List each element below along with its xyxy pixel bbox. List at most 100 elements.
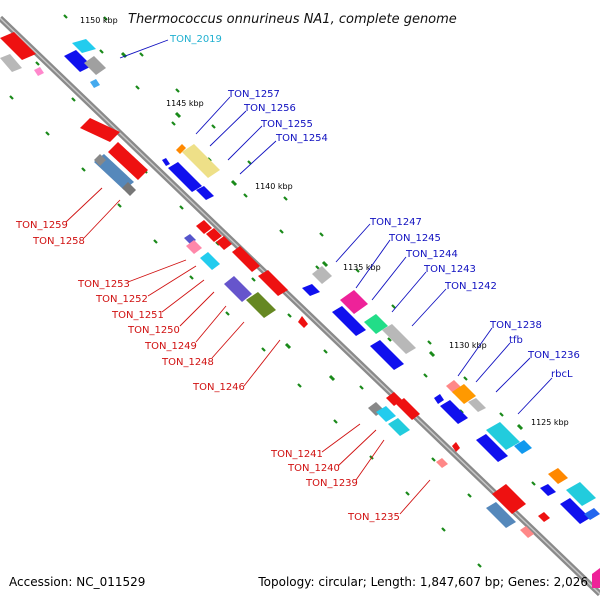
gene-feature[interactable] bbox=[258, 270, 288, 296]
gene-feature[interactable] bbox=[592, 568, 600, 588]
gene-labels-forward: TON_2019 TON_1257 TON_1256 TON_1255 TON_… bbox=[169, 34, 580, 380]
gene-feature[interactable] bbox=[186, 240, 202, 254]
gene-feature[interactable] bbox=[476, 434, 508, 462]
gene-label[interactable]: TON_1239 bbox=[305, 478, 358, 489]
gene-label[interactable]: TON_1250 bbox=[127, 325, 180, 336]
gene-feature[interactable] bbox=[0, 32, 36, 60]
gene-feature[interactable] bbox=[302, 284, 320, 296]
gene-feature[interactable] bbox=[232, 246, 260, 272]
gene-feature[interactable] bbox=[312, 266, 332, 284]
gene-feature[interactable] bbox=[168, 162, 202, 192]
scale-label: 1145 kbp bbox=[166, 99, 204, 108]
gene-feature[interactable] bbox=[540, 484, 556, 496]
gene-feature[interactable] bbox=[520, 526, 534, 538]
gene-feature[interactable] bbox=[162, 158, 170, 166]
scale-label: 1125 kbp bbox=[531, 418, 569, 427]
gene-label[interactable]: TON_1247 bbox=[369, 217, 422, 228]
gene-feature[interactable] bbox=[340, 290, 368, 314]
gene-label[interactable]: TON_1252 bbox=[95, 294, 148, 305]
leader-lines-forward bbox=[119, 39, 553, 415]
gene-feature[interactable] bbox=[440, 400, 468, 424]
gene-label[interactable]: TON_1236 bbox=[527, 350, 580, 361]
gene-feature[interactable] bbox=[492, 484, 526, 514]
gene-feature[interactable] bbox=[64, 50, 92, 72]
gene-label[interactable]: TON_1256 bbox=[243, 103, 296, 114]
gene-feature[interactable] bbox=[90, 79, 100, 88]
gene-feature[interactable] bbox=[196, 220, 212, 234]
gene-label[interactable]: TON_1257 bbox=[227, 89, 280, 100]
scale-label: 1150 kbp bbox=[80, 16, 118, 25]
gene-label[interactable]: tfb bbox=[509, 335, 523, 346]
gene-label[interactable]: TON_1258 bbox=[32, 236, 85, 247]
gene-feature[interactable] bbox=[538, 512, 550, 522]
gene-label[interactable]: TON_1251 bbox=[111, 310, 164, 321]
gene-label[interactable]: TON_2019 bbox=[169, 34, 222, 45]
gene-feature[interactable] bbox=[206, 228, 222, 242]
gene-feature[interactable] bbox=[216, 236, 232, 250]
topology-text: Topology: circular; Length: 1,847,607 bp… bbox=[257, 575, 588, 589]
tick-trail-inner bbox=[9, 95, 482, 568]
gene-feature[interactable] bbox=[566, 482, 596, 506]
gene-feature[interactable] bbox=[364, 314, 388, 334]
scale-label: 1135 kbp bbox=[343, 263, 381, 272]
gene-feature[interactable] bbox=[94, 154, 134, 190]
gene-label[interactable]: TON_1244 bbox=[405, 249, 458, 260]
gene-feature[interactable] bbox=[200, 252, 220, 270]
gene-label[interactable]: TON_1254 bbox=[275, 133, 328, 144]
gene-label[interactable]: TON_1253 bbox=[77, 279, 130, 290]
gene-feature[interactable] bbox=[548, 468, 568, 484]
gene-feature[interactable] bbox=[94, 154, 106, 166]
gene-label[interactable]: TON_1243 bbox=[423, 264, 476, 275]
gene-feature[interactable] bbox=[34, 67, 44, 76]
gene-feature[interactable] bbox=[122, 182, 136, 196]
gene-label[interactable]: TON_1235 bbox=[347, 512, 400, 523]
gene-feature[interactable] bbox=[396, 398, 420, 420]
gene-feature[interactable] bbox=[370, 340, 404, 370]
gene-feature[interactable] bbox=[486, 422, 520, 450]
gene-feature[interactable] bbox=[298, 316, 308, 328]
gene-feature[interactable] bbox=[108, 142, 148, 180]
gene-feature[interactable] bbox=[224, 276, 252, 302]
major-ticks bbox=[120, 51, 524, 431]
gene-label[interactable]: TON_1255 bbox=[260, 119, 313, 130]
gene-feature[interactable] bbox=[332, 306, 366, 336]
gene-feature[interactable] bbox=[514, 440, 532, 454]
gene-feature[interactable] bbox=[452, 384, 476, 404]
tick-trail-mid bbox=[103, 16, 504, 417]
gene-features-reverse[interactable] bbox=[80, 118, 600, 588]
gene-feature[interactable] bbox=[72, 39, 96, 53]
gene-label[interactable]: TON_1259 bbox=[15, 220, 68, 231]
gene-feature[interactable] bbox=[176, 144, 186, 154]
gene-label[interactable]: TON_1240 bbox=[287, 463, 340, 474]
gene-label[interactable]: TON_1242 bbox=[444, 281, 497, 292]
gene-label[interactable]: TON_1248 bbox=[161, 357, 214, 368]
gene-feature[interactable] bbox=[434, 394, 444, 404]
accession-text: Accession: NC_011529 bbox=[9, 575, 145, 589]
gene-feature[interactable] bbox=[584, 508, 600, 520]
gene-feature[interactable] bbox=[382, 324, 416, 354]
gene-label[interactable]: rbcL bbox=[551, 369, 573, 380]
gene-feature[interactable] bbox=[182, 144, 220, 178]
gene-features-forward[interactable] bbox=[0, 32, 600, 524]
gene-feature[interactable] bbox=[84, 56, 106, 75]
gene-feature[interactable] bbox=[246, 292, 276, 318]
gene-feature[interactable] bbox=[436, 458, 448, 468]
gene-feature[interactable] bbox=[560, 498, 590, 524]
gene-feature[interactable] bbox=[486, 502, 516, 528]
scale-label: 1130 kbp bbox=[449, 341, 487, 350]
gene-label[interactable]: TON_1245 bbox=[388, 233, 441, 244]
map-title: Thermococcus onnurineus NA1, complete ge… bbox=[128, 12, 457, 27]
gene-feature[interactable] bbox=[0, 54, 22, 72]
gene-feature[interactable] bbox=[452, 442, 460, 452]
gene-label[interactable]: TON_1246 bbox=[192, 382, 245, 393]
gene-label[interactable]: TON_1249 bbox=[144, 341, 197, 352]
gene-label[interactable]: TON_1238 bbox=[489, 320, 542, 331]
gene-feature[interactable] bbox=[388, 418, 410, 436]
gene-feature[interactable] bbox=[376, 406, 396, 422]
gene-feature[interactable] bbox=[468, 398, 486, 412]
gene-feature[interactable] bbox=[196, 186, 214, 200]
gene-label[interactable]: TON_1241 bbox=[270, 449, 323, 460]
gene-feature[interactable] bbox=[80, 118, 120, 142]
